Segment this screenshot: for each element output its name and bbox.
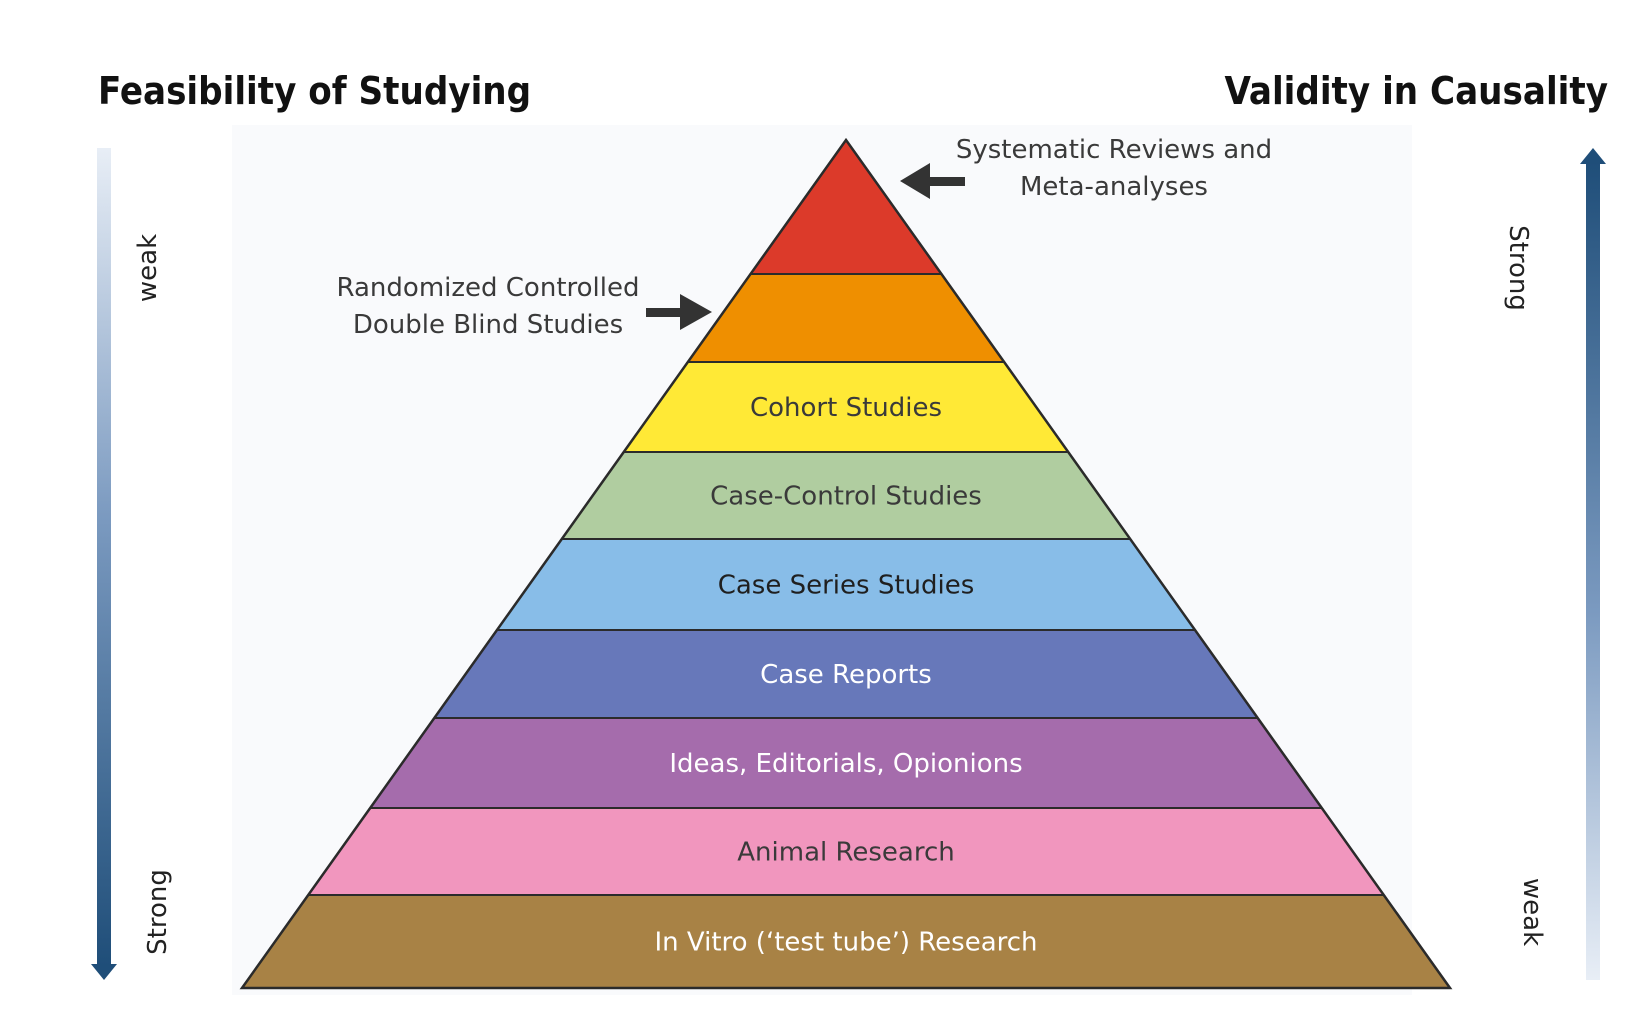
left-scale-title: Feasibility of Studying [98, 69, 531, 113]
systematic-callout: Systematic Reviews and Meta-analyses [900, 135, 1272, 202]
left-arrow-head [91, 964, 117, 980]
right-arrow-shaft [1586, 162, 1600, 980]
pyramid-tier-label-3: Cohort Studies [750, 393, 942, 423]
right-scale-bottom-word: weak [1517, 878, 1547, 946]
randomized-callout: Randomized Controlled Double Blind Studi… [337, 273, 712, 340]
randomized-arrow-icon [646, 294, 712, 330]
right-scale-top-word: Strong [1503, 225, 1533, 311]
left-scale-bottom-word: Strong [143, 869, 173, 955]
right-scale-title: Validity in Causality [1225, 69, 1608, 113]
left-arrow-shaft [97, 148, 111, 966]
pyramid-tier-label-7: Ideas, Editorials, Opionions [669, 749, 1022, 779]
pyramid-tier-label-9: In Vitro (‘test tube’) Research [654, 928, 1037, 958]
randomized-callout-line-2: Double Blind Studies [353, 310, 623, 340]
systematic-callout-line-1: Systematic Reviews and [956, 135, 1272, 165]
systematic-arrow-icon [900, 163, 965, 199]
randomized-callout-line-1: Randomized Controlled [337, 273, 640, 303]
left-scale-top-word: weak [133, 234, 163, 302]
pyramid-tier-label-4: Case-Control Studies [710, 482, 982, 512]
right-scale-arrow [1580, 148, 1606, 980]
pyramid-tier-label-6: Case Reports [760, 660, 932, 690]
systematic-callout-line-2: Meta-analyses [1020, 172, 1208, 202]
pyramid-tier-label-8: Animal Research [737, 838, 955, 868]
pyramid-outline [239, 137, 1453, 990]
pyramid-tier-label-5: Case Series Studies [718, 571, 975, 601]
right-arrow-head [1580, 148, 1606, 164]
left-scale-arrow [91, 148, 117, 980]
